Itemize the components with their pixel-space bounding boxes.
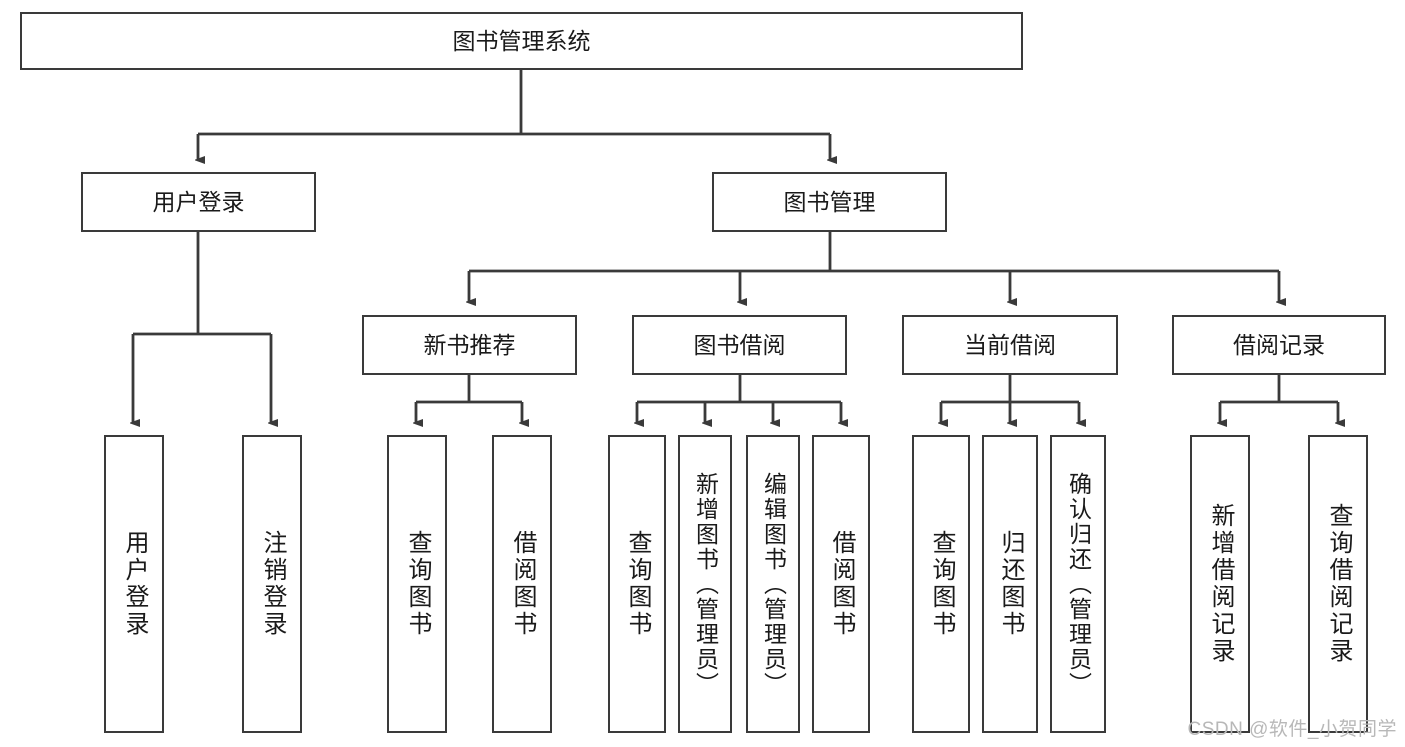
node-leaf-confirm-return-label: 确认归还（管理员） (1065, 471, 1092, 697)
node-user-login-label: 用户登录 (152, 188, 245, 215)
node-leaf-query-book-3-label: 查询图书 (928, 530, 955, 638)
node-borrow-record[interactable]: 借阅记录 (1172, 315, 1386, 375)
node-leaf-borrow-book-2[interactable]: 借阅图书 (812, 435, 870, 733)
node-leaf-edit-book[interactable]: 编辑图书（管理员） (746, 435, 800, 733)
node-leaf-return-book[interactable]: 归还图书 (982, 435, 1038, 733)
node-leaf-query-record[interactable]: 查询借阅记录 (1308, 435, 1368, 733)
node-root-label: 图书管理系统 (452, 27, 591, 54)
watermark-text: CSDN @软件_小贺同学 (1187, 719, 1397, 740)
node-leaf-query-record-label: 查询借阅记录 (1325, 503, 1352, 665)
node-leaf-query-book-3[interactable]: 查询图书 (912, 435, 970, 733)
node-leaf-add-record-label: 新增借阅记录 (1207, 503, 1234, 665)
node-leaf-query-book-2[interactable]: 查询图书 (608, 435, 666, 733)
node-book-management[interactable]: 图书管理 (712, 172, 947, 232)
node-borrow-record-label: 借阅记录 (1233, 331, 1325, 358)
node-leaf-user-login-label: 用户登录 (121, 530, 148, 638)
node-current-borrow[interactable]: 当前借阅 (902, 315, 1118, 375)
node-user-login[interactable]: 用户登录 (81, 172, 316, 232)
node-leaf-user-login[interactable]: 用户登录 (104, 435, 164, 733)
node-leaf-return-book-label: 归还图书 (997, 530, 1024, 638)
node-leaf-user-logout[interactable]: 注销登录 (242, 435, 302, 733)
node-leaf-add-book[interactable]: 新增图书（管理员） (678, 435, 732, 733)
node-leaf-confirm-return[interactable]: 确认归还（管理员） (1050, 435, 1106, 733)
node-current-borrow-label: 当前借阅 (964, 331, 1056, 358)
node-leaf-borrow-book-2-label: 借阅图书 (828, 530, 855, 638)
node-leaf-query-book-2-label: 查询图书 (624, 530, 651, 638)
node-leaf-borrow-book-1-label: 借阅图书 (509, 530, 536, 638)
node-book-management-label: 图书管理 (783, 188, 876, 215)
node-book-borrow[interactable]: 图书借阅 (632, 315, 847, 375)
node-new-book-recommend[interactable]: 新书推荐 (362, 315, 577, 375)
node-leaf-user-logout-label: 注销登录 (259, 530, 286, 638)
node-leaf-add-book-label: 新增图书（管理员） (692, 471, 719, 697)
node-new-book-recommend-label: 新书推荐 (423, 331, 516, 358)
node-leaf-add-record[interactable]: 新增借阅记录 (1190, 435, 1250, 733)
node-leaf-edit-book-label: 编辑图书（管理员） (760, 471, 787, 697)
node-root[interactable]: 图书管理系统 (20, 12, 1023, 70)
node-leaf-borrow-book-1[interactable]: 借阅图书 (492, 435, 552, 733)
node-leaf-query-book-1-label: 查询图书 (404, 530, 431, 638)
node-leaf-query-book-1[interactable]: 查询图书 (387, 435, 447, 733)
node-book-borrow-label: 图书借阅 (693, 331, 786, 358)
